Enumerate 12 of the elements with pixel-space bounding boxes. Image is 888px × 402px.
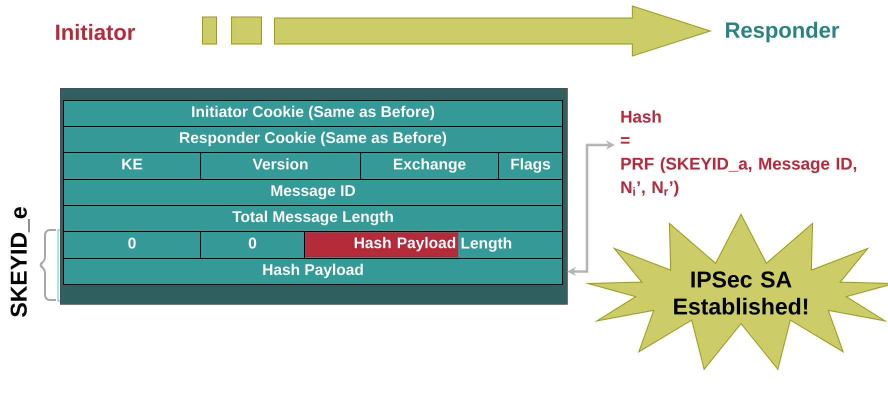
bracket-label: SKEYID_e: [10, 207, 30, 317]
header-field: KE: [63, 152, 201, 180]
header-field: 0: [200, 231, 305, 259]
party-label: Initiator: [56, 24, 136, 40]
header-field: Initiator Cookie (Same as Before): [63, 100, 563, 127]
header-field: Version: [200, 152, 361, 180]
block-arrow: [202, 5, 712, 57]
party-label: Responder: [726, 22, 840, 42]
hash-formula: Hash = PRF (SKEYID_a, Message ID, N$_{i}$’, N$_{r}$’): [620, 110, 856, 197]
header-field: 0: [63, 231, 201, 259]
highlighted-field: Hash Payload: [305, 232, 458, 258]
header-field: Flags: [498, 152, 563, 180]
